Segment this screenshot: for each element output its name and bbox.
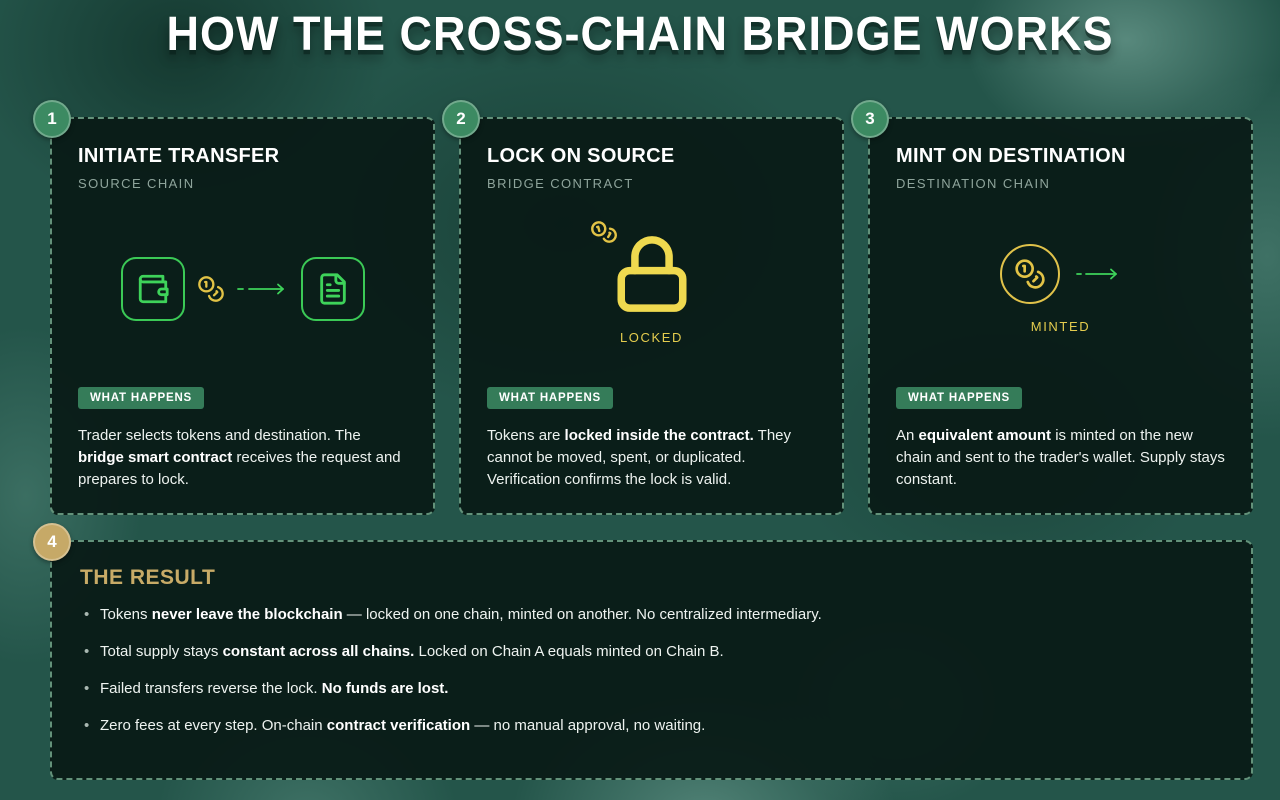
- step-title: MINT ON DESTINATION: [896, 145, 1126, 167]
- step-description: Trader selects tokens and destination. T…: [78, 427, 401, 488]
- result-bullet: Zero fees at every step. On-chain contra…: [80, 716, 1223, 735]
- wallet-icon: [138, 274, 169, 304]
- arrow-right-icon: [236, 283, 284, 295]
- step-icon-area: [78, 191, 407, 387]
- arrow-right-icon: [1075, 268, 1117, 280]
- step-description: Tokens are locked inside the contract. T…: [487, 427, 792, 488]
- result-number-badge: 4: [33, 523, 71, 561]
- what-happens-badge: WHAT HAPPENS: [896, 387, 1023, 409]
- result-bullet: Total supply stays constant across all c…: [80, 642, 1223, 661]
- padlock-icon: [616, 236, 687, 312]
- step-description: An equivalent amount is minted on the ne…: [896, 427, 1225, 488]
- coins-icon: [590, 221, 617, 243]
- step-number-badge: 1: [33, 100, 71, 138]
- contract-file-icon: [319, 273, 346, 305]
- wallet-box: [120, 257, 185, 321]
- step-icon-area: MINTED: [896, 191, 1225, 387]
- lock-status-label: LOCKED: [619, 330, 684, 345]
- step-card-lock-on-source: 2 LOCK ON SOURCE BRIDGE CONTRACT: [442, 100, 844, 515]
- step-icon-area: LOCKED: [487, 191, 816, 387]
- result-bullet: Failed transfers reverse the lock. No fu…: [80, 679, 1223, 698]
- step-subtitle: SOURCE CHAIN: [78, 176, 195, 191]
- what-happens-badge: WHAT HAPPENS: [487, 387, 614, 409]
- page-header: HOW THE CROSS-CHAIN BRIDGE WORKS: [0, 0, 1280, 61]
- mint-status-label: MINTED: [1030, 319, 1091, 334]
- result-panel: 4 THE RESULT Tokens never leave the bloc…: [33, 523, 1253, 780]
- contract-box: [300, 257, 365, 321]
- step-card-mint-on-destination: 3 MINT ON DESTINATION DESTINATION CHAIN: [851, 100, 1253, 515]
- result-bullet: Tokens never leave the blockchain — lock…: [80, 605, 1223, 624]
- result-title: THE RESULT: [80, 566, 216, 589]
- step-subtitle: BRIDGE CONTRACT: [487, 176, 634, 191]
- what-happens-badge: WHAT HAPPENS: [78, 387, 205, 409]
- step-subtitle: DESTINATION CHAIN: [896, 176, 1051, 191]
- coins-icon: [1014, 259, 1045, 289]
- coins-icon: [197, 276, 224, 302]
- step-title: INITIATE TRANSFER: [78, 145, 280, 167]
- steps-grid: 1 INITIATE TRANSFER SOURCE CHAIN: [33, 100, 1253, 515]
- result-list: Tokens never leave the blockchain — lock…: [80, 605, 1223, 735]
- step-number-badge: 2: [442, 100, 480, 138]
- step-title: LOCK ON SOURCE: [487, 145, 675, 167]
- page-title: HOW THE CROSS-CHAIN BRIDGE WORKS: [166, 5, 1114, 61]
- coins-circle-icon: [999, 244, 1060, 304]
- step-number-badge: 3: [851, 100, 889, 138]
- step-card-initiate-transfer: 1 INITIATE TRANSFER SOURCE CHAIN: [33, 100, 435, 515]
